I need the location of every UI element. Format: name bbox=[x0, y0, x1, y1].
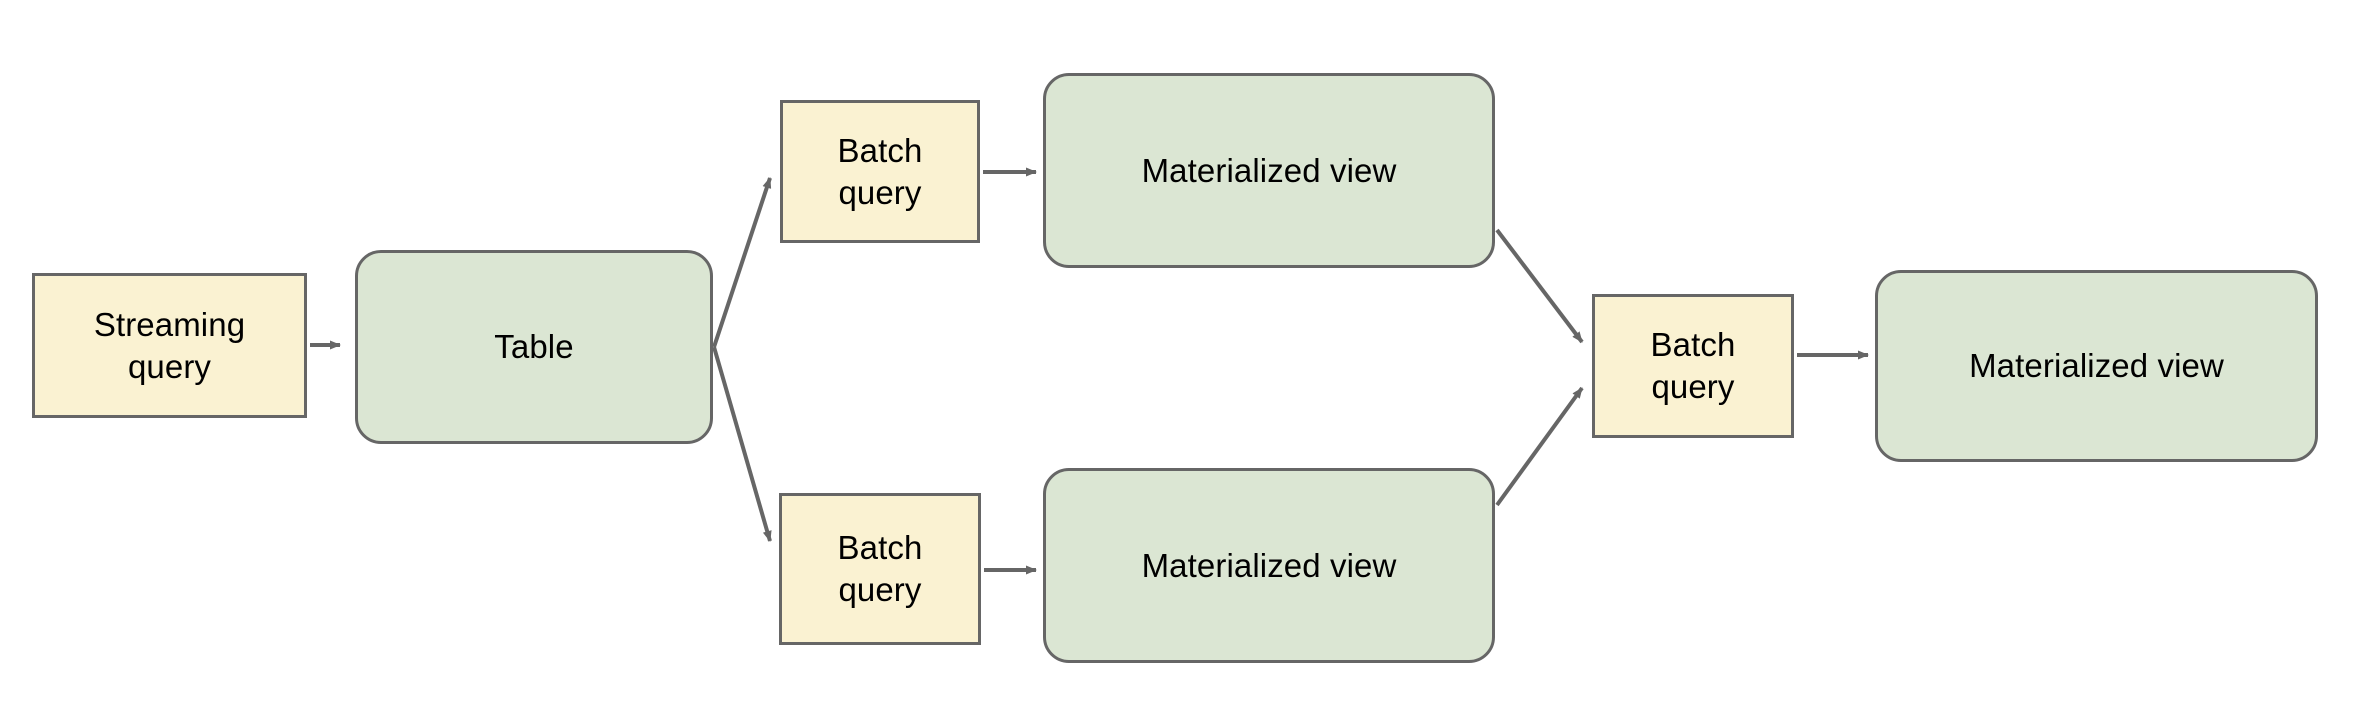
edge-table-to-batch-query-bottom bbox=[712, 346, 772, 542]
edge-table-to-batch-query-top bbox=[712, 177, 772, 348]
edge-materialized-view-top-to-batch-query-right bbox=[1495, 228, 1584, 344]
node-table[interactable]: Table bbox=[355, 250, 713, 444]
node-label-streaming-query: Streaming query bbox=[93, 305, 246, 385]
node-materialized-view-bottom[interactable]: Materialized view bbox=[1043, 468, 1495, 663]
node-label-batch-query-bottom: Batch query bbox=[837, 529, 923, 608]
node-streaming-query[interactable]: Streaming query bbox=[32, 273, 307, 418]
node-label-batch-query-top: Batch query bbox=[837, 131, 923, 211]
node-label-batch-query-right: Batch query bbox=[1650, 326, 1736, 405]
node-label-materialized-view-top: Materialized view bbox=[1141, 151, 1397, 189]
node-materialized-view-right[interactable]: Materialized view bbox=[1875, 270, 2318, 462]
node-label-table: Table bbox=[494, 328, 574, 366]
node-materialized-view-top[interactable]: Materialized view bbox=[1043, 73, 1495, 268]
node-batch-query-bottom[interactable]: Batch query bbox=[779, 493, 981, 645]
node-label-materialized-view-right: Materialized view bbox=[1969, 347, 2224, 385]
node-batch-query-top[interactable]: Batch query bbox=[780, 100, 980, 243]
node-label-materialized-view-bottom: Materialized view bbox=[1141, 546, 1397, 584]
node-batch-query-right[interactable]: Batch query bbox=[1592, 294, 1794, 438]
edge-materialized-view-bottom-to-batch-query-right bbox=[1495, 386, 1584, 507]
